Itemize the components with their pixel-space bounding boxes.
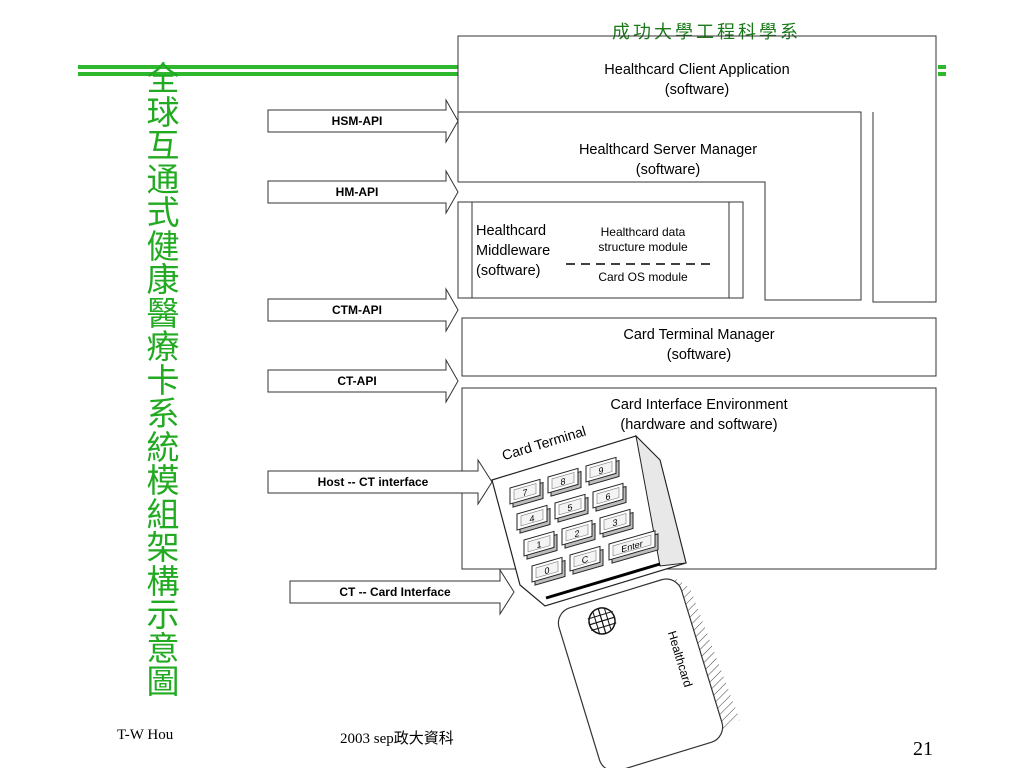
keypad-key-label: 5: [567, 502, 572, 513]
host-ct-arrow: [267, 458, 493, 506]
keypad-key-label: 9: [598, 465, 603, 476]
keypad-key-label: 4: [529, 513, 534, 524]
keypad-key-label: 1: [536, 539, 541, 550]
hsm-api-arrow: [267, 98, 459, 144]
slide-title: 全球互通式健康醫療卡系統模組架構示意圖: [146, 59, 180, 701]
healthcard-graphic: [557, 578, 724, 768]
footer-course: 2003 sep政大資科: [340, 731, 454, 747]
hm-api-arrow: [267, 169, 459, 215]
keypad-key: 0: [531, 556, 566, 586]
server-manager-outline: [458, 111, 862, 301]
ct-api-label: CT-API: [337, 374, 377, 388]
keypad: 7 8 9 4 5 6 1 2 3 0 C Enter: [509, 456, 659, 586]
card-os-module-label: Card OS module: [598, 270, 688, 284]
department-header: 成功大學工程科學系: [612, 22, 801, 43]
header-rule-right-bottom: [938, 72, 946, 76]
keypad-key: C: [569, 545, 604, 575]
keypad-key: 3: [599, 508, 634, 538]
ctm-api-label: CTM-API: [332, 303, 382, 317]
page-number: 21: [913, 738, 933, 760]
ct-api-arrow: [267, 358, 459, 404]
keypad-key-label: 7: [522, 487, 527, 498]
keypad-key: Enter: [608, 530, 659, 564]
host-ct-interface-label: Host -- CT interface: [317, 475, 429, 489]
server-manager-label: Healthcard Server Manager(software): [578, 142, 758, 178]
ctm-api-arrow: [267, 287, 459, 333]
keypad-key-label: 3: [612, 517, 617, 528]
header-rule-right-top: [938, 65, 946, 69]
keypad-key: 9: [585, 456, 620, 486]
keypad-key-label: 2: [574, 528, 579, 539]
footer-author: T-W Hou: [117, 727, 174, 743]
card-terminal-manager-label: Card Terminal Manager(software): [623, 327, 775, 363]
ct-card-arrow: [289, 568, 515, 616]
keypad-key: 1: [523, 530, 558, 560]
keypad-key: 8: [547, 467, 582, 497]
keypad-key-label: 0: [544, 565, 549, 576]
keypad-key: 7: [509, 478, 544, 508]
ct-card-interface-label: CT -- Card Interface: [339, 585, 451, 599]
client-app-label: Healthcard Client Application(software): [604, 62, 790, 98]
client-app-outline: [457, 35, 937, 303]
keypad-key: 6: [592, 482, 627, 512]
card-interface-env-label: Card Interface Environment(hardware and …: [610, 397, 788, 433]
card-slot: [545, 562, 661, 600]
card-terminal-manager-box: [461, 317, 937, 377]
middleware-box: [457, 201, 744, 299]
header-rule-top: [78, 65, 458, 69]
header-rule-bottom: [78, 72, 458, 76]
keypad-key-label: 8: [560, 476, 565, 487]
hm-api-label: HM-API: [335, 185, 379, 199]
keypad-key: 2: [561, 519, 596, 549]
keypad-key-label: 6: [605, 491, 610, 502]
hsm-api-label: HSM-API: [331, 114, 383, 128]
keypad-key: 4: [516, 504, 551, 534]
keypad-key: 5: [554, 493, 589, 523]
keypad-key-label: C: [582, 554, 589, 566]
